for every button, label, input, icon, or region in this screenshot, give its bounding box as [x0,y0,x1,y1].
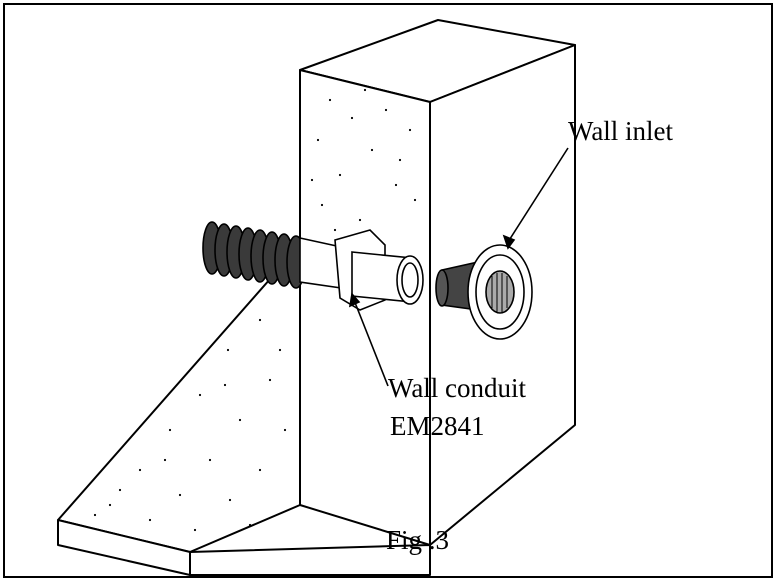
wall-inlet [435,244,533,340]
leader-lines [348,147,569,387]
concrete-texture [93,88,417,532]
footing-slope [57,244,301,553]
wall-conduit [202,221,424,311]
footing-front [189,544,431,576]
wall-conduit-model-label: EM2841 [390,411,485,441]
wall-inlet-label: Wall inlet [568,116,674,146]
figure-frame [3,3,773,578]
wall-conduit-label: Wall conduit [388,373,527,403]
figure-caption: Fig .3 [386,525,450,555]
